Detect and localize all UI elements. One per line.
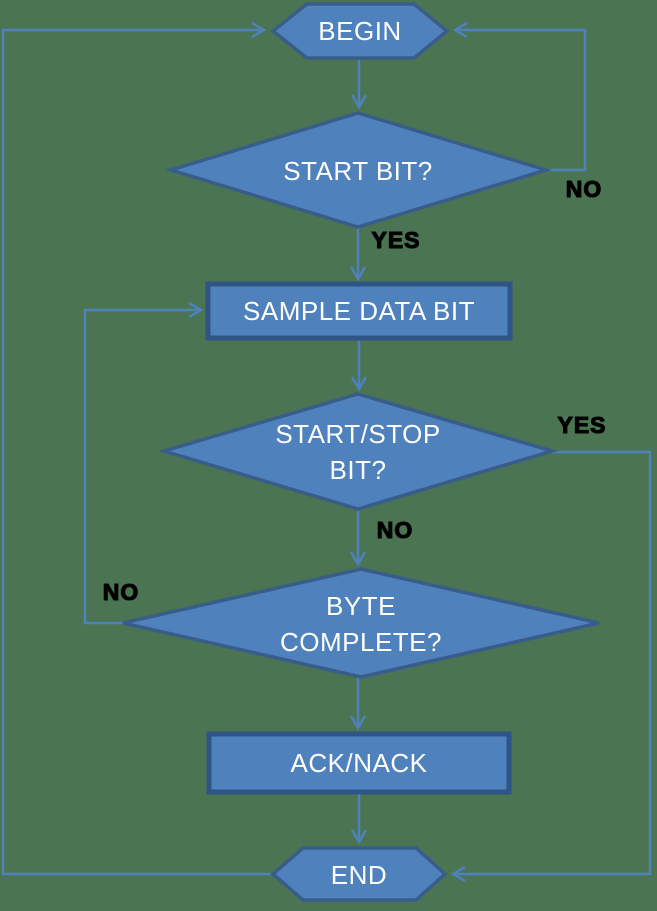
start-stop-bit-label-line2: BIT? xyxy=(330,455,387,485)
node-byte-complete: BYTE COMPLETE? xyxy=(122,567,600,679)
begin-label: BEGIN xyxy=(318,16,401,46)
edge-labels: NO YES YES NO NO xyxy=(102,175,606,605)
edge-label-start-bit-yes: YES xyxy=(371,227,420,253)
end-hexagon xyxy=(270,846,448,902)
ack-nack-rect xyxy=(206,731,512,795)
edge-start-stop-yes-to-end xyxy=(450,450,652,883)
node-begin: BEGIN xyxy=(270,2,450,60)
connectors xyxy=(1,21,652,883)
ack-nack-label: ACK/NACK xyxy=(291,748,428,778)
node-start-bit: START BIT? xyxy=(164,111,553,229)
start-stop-bit-diamond xyxy=(157,392,559,511)
node-end: END xyxy=(270,846,448,902)
start-bit-diamond xyxy=(164,111,553,229)
end-label: END xyxy=(331,860,387,890)
node-start-stop-bit: START/STOP BIT? xyxy=(157,392,559,511)
node-sample-data-bit: SAMPLE DATA BIT xyxy=(205,281,513,341)
edge-end-to-begin xyxy=(1,21,273,876)
byte-complete-label-line2: COMPLETE? xyxy=(280,627,442,657)
start-bit-label: START BIT? xyxy=(283,156,433,186)
edge-label-byte-complete-no: NO xyxy=(103,579,140,605)
byte-complete-diamond xyxy=(122,567,600,679)
edge-byte-no-to-sample xyxy=(83,301,204,625)
sample-data-bit-rect xyxy=(205,281,513,341)
edge-label-start-bit-no: NO xyxy=(566,176,603,202)
edge-label-start-stop-no: NO xyxy=(377,517,414,543)
start-stop-bit-label-line1: START/STOP xyxy=(275,419,440,449)
sample-data-bit-label: SAMPLE DATA BIT xyxy=(243,296,475,326)
node-ack-nack: ACK/NACK xyxy=(206,731,512,795)
edge-start-bit-no-to-begin xyxy=(452,21,587,172)
byte-complete-label-line1: BYTE xyxy=(326,591,396,621)
edge-label-start-stop-yes: YES xyxy=(557,412,606,438)
begin-hexagon xyxy=(270,2,450,60)
